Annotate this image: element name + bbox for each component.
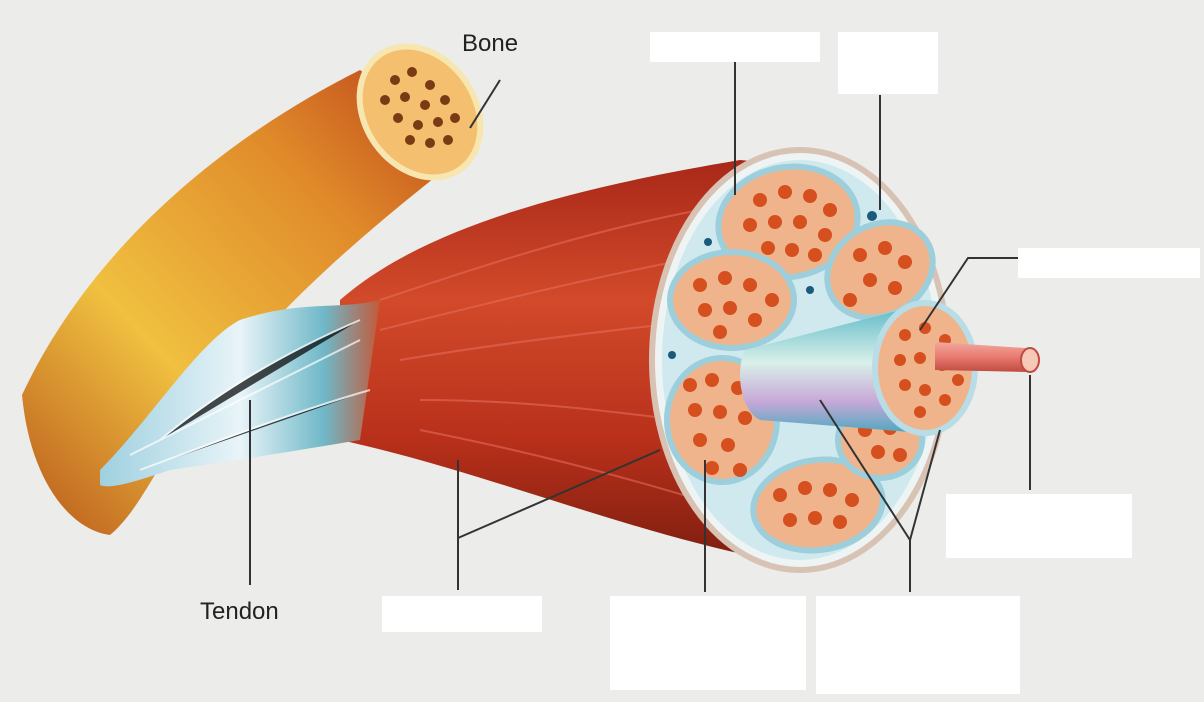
blank-label-bottom-3 (816, 596, 1020, 694)
blank-label-bottom-2 (610, 596, 806, 690)
blank-label-bottom-1 (382, 596, 542, 632)
blank-label-top-2 (838, 32, 938, 94)
blank-label-top-1 (650, 32, 820, 62)
blank-label-right-1 (1018, 248, 1200, 278)
blank-label-right-2 (946, 494, 1132, 558)
label-bone: Bone (462, 30, 518, 58)
label-tendon: Tendon (200, 598, 279, 626)
